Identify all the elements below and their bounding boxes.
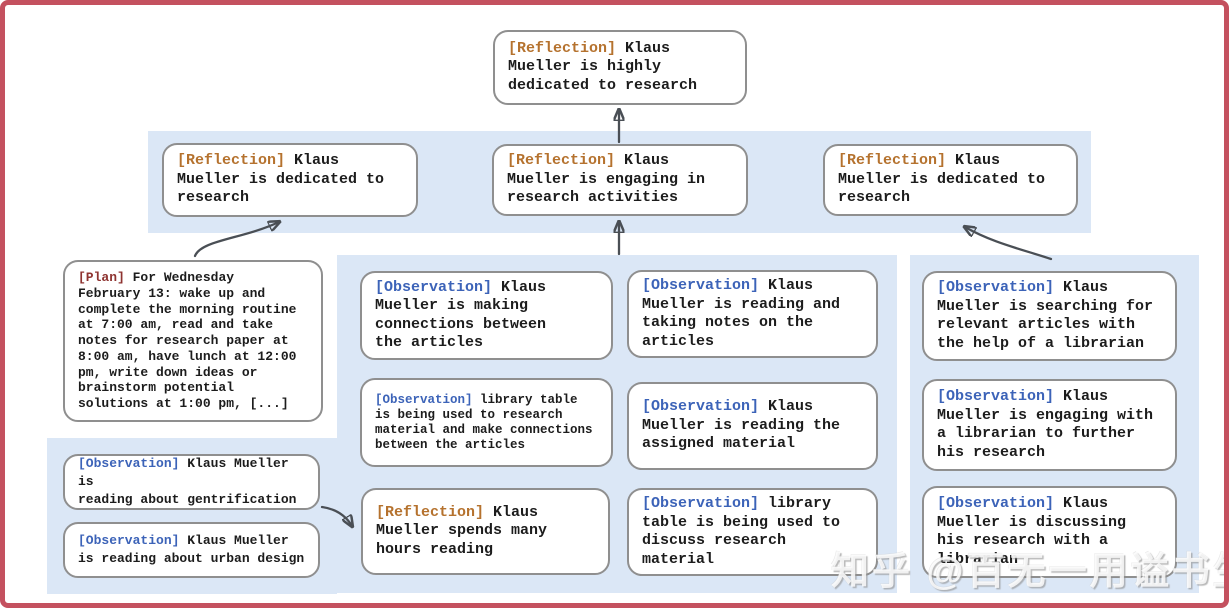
node-obs-making-connections: [Observation] Klaus Mueller is making co… [360,271,613,360]
node-text: For Wednesday February 13: wake up and c… [78,270,297,411]
node-text: Klaus Mueller is making connections betw… [375,278,547,352]
node-text: Klaus Mueller spends many hours reading [376,503,548,558]
observation-tag: [Observation] [375,392,473,407]
node-text: Klaus Mueller is searching for relevant … [937,279,1154,352]
node-text: Klaus Mueller is dedicated to research [838,152,1046,207]
node-obs-library-table-research: [Observation] library table is being use… [360,378,613,467]
node-root-reflection: [Reflection] Klaus Mueller is highly ded… [493,30,747,105]
node-obs-library-table-discuss: [Observation] library table is being use… [627,488,878,576]
plan-tag: [Plan] [78,270,125,286]
node-obs-gentrification: [Observation] Klaus Mueller is reading a… [63,454,320,510]
reflection-tag: [Reflection] [508,39,617,57]
node-text: Klaus Mueller is dedicated to research [177,152,385,207]
node-text: Klaus Mueller is highly dedicated to res… [508,39,698,94]
observation-tag: [Observation] [642,398,760,416]
node-obs-reading-assigned: [Observation] Klaus Mueller is reading t… [627,382,878,470]
node-text: Klaus Mueller is reading about urban des… [78,533,305,566]
node-reflection-hours-reading: [Reflection] Klaus Mueller spends many h… [361,488,610,575]
reflection-tag: [Reflection] [376,503,485,521]
reflection-tag: [Reflection] [838,152,947,170]
observation-tag: [Observation] [937,495,1055,512]
node-text: library table is being used to discuss r… [642,495,841,568]
node-obs-searching-articles: [Observation] Klaus Mueller is searching… [922,271,1177,361]
observation-tag: [Observation] [78,456,180,471]
node-reflection-dedicated-right: [Reflection] Klaus Mueller is dedicated … [823,144,1078,216]
node-obs-discussing-research: [Observation] Klaus Mueller is discussin… [922,486,1177,578]
node-obs-engaging-librarian: [Observation] Klaus Mueller is engaging … [922,379,1177,471]
node-text: Klaus Mueller is reading about gentrific… [78,456,297,507]
watermark: 知乎 @百无一用谥书生 [831,551,1229,593]
node-text: Klaus Mueller is reading the assigned ma… [642,398,841,453]
node-reflection-dedicated-left: [Reflection] Klaus Mueller is dedicated … [162,143,418,217]
node-text: Klaus Mueller is reading and taking note… [642,277,841,350]
observation-tag: [Observation] [937,388,1055,405]
observation-tag: [Observation] [642,277,760,294]
node-obs-reading-taking-notes: [Observation] Klaus Mueller is reading a… [627,270,878,358]
observation-tag: [Observation] [937,279,1055,296]
observation-tag: [Observation] [375,278,493,296]
node-text: Klaus Mueller is engaging in research ac… [507,152,706,207]
observation-tag: [Observation] [642,495,760,512]
observation-tag: [Observation] [78,533,180,548]
reflection-tag: [Reflection] [507,152,616,170]
reflection-tag: [Reflection] [177,152,286,170]
node-text: Klaus Mueller is engaging with a librari… [937,388,1154,461]
node-reflection-engaging: [Reflection] Klaus Mueller is engaging i… [492,144,748,216]
node-plan-wednesday: [Plan] For Wednesday February 13: wake u… [63,260,323,422]
node-text: library table is being used to research … [375,392,593,452]
node-obs-urban-design: [Observation] Klaus Mueller is reading a… [63,522,320,578]
node-text: Klaus Mueller is discussing his research… [937,495,1127,568]
